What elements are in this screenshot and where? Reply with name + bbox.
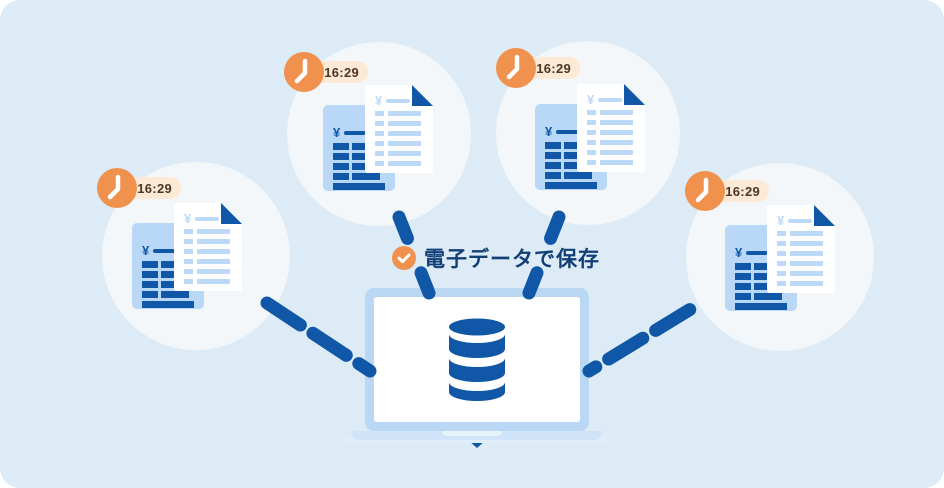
laptop-base (344, 437, 610, 443)
clock-icon (685, 171, 725, 211)
save-label: 電子データで保存 (392, 243, 600, 273)
dashed-line-left (260, 296, 377, 378)
dashed-line-right (582, 300, 701, 378)
amount-line (344, 131, 367, 135)
timestamp-text: 16:29 (725, 183, 760, 199)
yen-symbol: ¥ (735, 245, 743, 260)
yen-symbol: ¥ (545, 124, 553, 139)
database-icon (449, 318, 505, 401)
laptop-foot (469, 441, 485, 448)
amount-line (788, 219, 812, 223)
timestamp-text: 16:29 (536, 60, 571, 76)
folded-corner-icon (624, 84, 645, 105)
timestamp-text: 16:29 (137, 180, 172, 196)
invoice-document: ¥ (767, 205, 835, 293)
clock-icon (284, 52, 324, 92)
timestamp-text: 16:29 (324, 64, 359, 80)
amount-line (556, 130, 579, 134)
document-pair: ¥ ¥ (132, 203, 244, 311)
total-bar (333, 183, 385, 190)
amount-line (386, 99, 410, 103)
total-bar (142, 301, 194, 308)
amount-line (153, 249, 176, 253)
folded-corner-icon (412, 85, 433, 106)
clock-icon (97, 168, 137, 208)
clock-icon (496, 48, 536, 88)
yen-symbol: ¥ (375, 93, 383, 108)
document-pair: ¥ ¥ (535, 84, 647, 192)
invoice-document: ¥ (174, 203, 242, 291)
save-label-text: 電子データで保存 (424, 248, 600, 271)
amount-line (195, 217, 219, 221)
yen-symbol: ¥ (777, 213, 785, 228)
laptop-hinge-notch (442, 431, 502, 436)
yen-symbol: ¥ (184, 211, 192, 226)
total-bar (545, 182, 597, 189)
folded-corner-icon (221, 203, 242, 224)
total-bar (735, 303, 787, 310)
amount-line (746, 251, 769, 255)
yen-symbol: ¥ (142, 243, 150, 258)
yen-symbol: ¥ (587, 92, 595, 107)
folded-corner-icon (814, 205, 835, 226)
laptop-screen (374, 297, 580, 422)
yen-symbol: ¥ (333, 125, 341, 140)
document-pair: ¥ ¥ (323, 85, 435, 193)
receipt-document: ¥ (535, 104, 607, 190)
laptop (365, 288, 589, 431)
amount-line (598, 98, 622, 102)
document-pair: ¥ ¥ (725, 205, 837, 313)
check-circle-icon (392, 246, 416, 270)
